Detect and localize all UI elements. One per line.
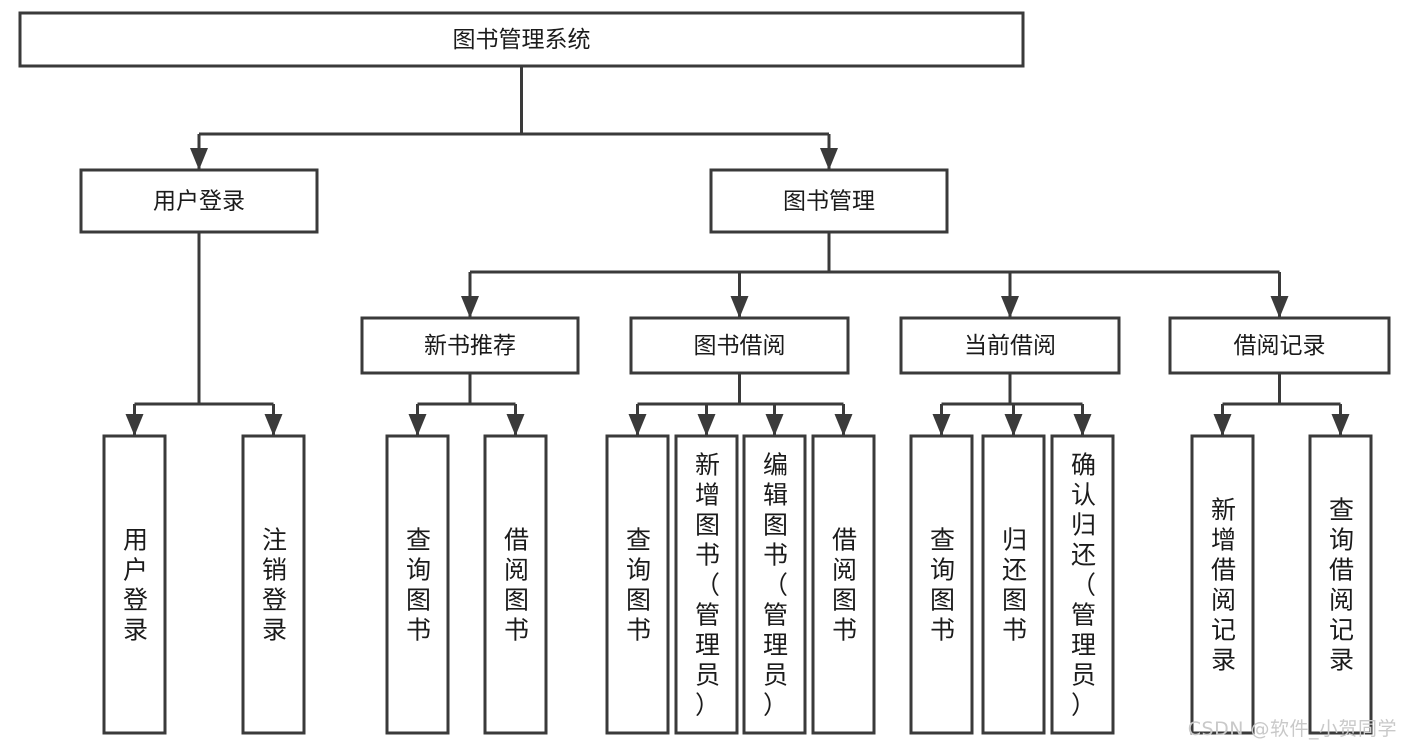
node-box-查询图书[interactable] bbox=[909, 434, 974, 735]
node-用户登录[interactable]: 用户登录 bbox=[102, 434, 167, 735]
node-box-用户登录[interactable] bbox=[102, 434, 167, 735]
node-注销登录[interactable]: 注销登录 bbox=[241, 434, 306, 735]
connector-edges bbox=[125, 66, 1350, 436]
node-查询图书[interactable]: 查询图书 bbox=[385, 434, 450, 735]
node-新增图书管理员[interactable]: 新增图书（管理员） bbox=[674, 434, 739, 735]
node-label-用户登录: 用户登录 bbox=[123, 526, 148, 645]
arrow-head-icon bbox=[506, 414, 525, 436]
node-box-借阅图书[interactable] bbox=[483, 434, 548, 735]
arrow-head-icon bbox=[730, 296, 749, 318]
arrow-head-icon bbox=[1213, 414, 1232, 436]
arrow-head-icon bbox=[1331, 414, 1350, 436]
node-label-确认归还管理员: 确认归还（管理员） bbox=[1071, 451, 1096, 720]
node-label-图书借阅: 图书借阅 bbox=[694, 333, 786, 359]
arrow-head-icon bbox=[408, 414, 427, 436]
node-box-查询图书[interactable] bbox=[385, 434, 450, 735]
node-label-新书推荐: 新书推荐 bbox=[424, 333, 516, 359]
arrow-head-icon bbox=[1001, 296, 1019, 318]
node-label-注销登录: 注销登录 bbox=[262, 526, 287, 645]
node-确认归还管理员[interactable]: 确认归还（管理员） bbox=[1050, 434, 1115, 735]
node-box-查询图书[interactable] bbox=[605, 434, 670, 735]
node-box-归还图书[interactable] bbox=[981, 434, 1046, 735]
node-label-图书管理: 图书管理 bbox=[783, 189, 875, 215]
node-box-用户登录[interactable] bbox=[79, 168, 319, 234]
arrow-head-icon bbox=[1004, 414, 1023, 436]
node-借阅图书[interactable]: 借阅图书 bbox=[483, 434, 548, 735]
node-box-编辑图书管理员[interactable] bbox=[742, 434, 807, 735]
node-label-用户登录: 用户登录 bbox=[153, 189, 245, 215]
arrow-head-icon bbox=[628, 414, 647, 436]
arrow-head-icon bbox=[125, 414, 144, 436]
node-box-查询借阅记录[interactable] bbox=[1308, 434, 1373, 735]
node-归还图书[interactable]: 归还图书 bbox=[981, 434, 1046, 735]
node-box-借阅记录[interactable] bbox=[1168, 316, 1391, 375]
arrow-head-icon bbox=[932, 414, 951, 436]
arrow-head-icon bbox=[765, 414, 784, 436]
node-box-图书管理系统[interactable] bbox=[18, 11, 1025, 68]
node-label-查询图书: 查询图书 bbox=[930, 526, 955, 645]
node-box-新增图书管理员[interactable] bbox=[674, 434, 739, 735]
node-label-借阅图书: 借阅图书 bbox=[504, 526, 529, 645]
node-box-当前借阅[interactable] bbox=[899, 316, 1121, 375]
node-新增借阅记录[interactable]: 新增借阅记录 bbox=[1190, 434, 1255, 735]
node-当前借阅[interactable]: 当前借阅 bbox=[899, 316, 1121, 375]
node-label-当前借阅: 当前借阅 bbox=[964, 333, 1056, 359]
node-label-新增图书管理员: 新增图书（管理员） bbox=[695, 451, 720, 720]
node-label-借阅记录: 借阅记录 bbox=[1234, 333, 1326, 359]
arrow-head-icon bbox=[834, 414, 853, 436]
arrow-head-icon bbox=[697, 414, 716, 436]
node-label-归还图书: 归还图书 bbox=[1002, 526, 1027, 645]
node-box-图书管理[interactable] bbox=[709, 168, 949, 234]
node-新书推荐[interactable]: 新书推荐 bbox=[360, 316, 580, 375]
node-图书借阅[interactable]: 图书借阅 bbox=[629, 316, 850, 375]
node-label-编辑图书管理员: 编辑图书（管理员） bbox=[763, 451, 788, 720]
node-用户登录[interactable]: 用户登录 bbox=[79, 168, 319, 234]
node-图书管理系统[interactable]: 图书管理系统 bbox=[18, 11, 1025, 68]
arrow-head-icon bbox=[820, 148, 838, 170]
arrow-head-icon bbox=[1270, 296, 1289, 318]
node-借阅记录[interactable]: 借阅记录 bbox=[1168, 316, 1391, 375]
node-box-借阅图书[interactable] bbox=[811, 434, 876, 735]
node-box-确认归还管理员[interactable] bbox=[1050, 434, 1115, 735]
node-label-新增借阅记录: 新增借阅记录 bbox=[1211, 496, 1236, 675]
node-查询图书[interactable]: 查询图书 bbox=[605, 434, 670, 735]
node-查询图书[interactable]: 查询图书 bbox=[909, 434, 974, 735]
node-编辑图书管理员[interactable]: 编辑图书（管理员） bbox=[742, 434, 807, 735]
node-label-查询借阅记录: 查询借阅记录 bbox=[1329, 496, 1354, 675]
node-box-新增借阅记录[interactable] bbox=[1190, 434, 1255, 735]
node-借阅图书[interactable]: 借阅图书 bbox=[811, 434, 876, 735]
arrow-head-icon bbox=[264, 414, 283, 436]
node-图书管理[interactable]: 图书管理 bbox=[709, 168, 949, 234]
node-boxes: 图书管理系统用户登录图书管理新书推荐图书借阅当前借阅借阅记录用户登录注销登录查询… bbox=[18, 11, 1391, 735]
node-label-查询图书: 查询图书 bbox=[406, 526, 431, 645]
node-box-图书借阅[interactable] bbox=[629, 316, 850, 375]
node-label-图书管理系统: 图书管理系统 bbox=[453, 27, 591, 53]
node-box-注销登录[interactable] bbox=[241, 434, 306, 735]
arrow-head-icon bbox=[1073, 414, 1092, 436]
node-查询借阅记录[interactable]: 查询借阅记录 bbox=[1308, 434, 1373, 735]
arrow-head-icon bbox=[461, 296, 479, 318]
node-box-新书推荐[interactable] bbox=[360, 316, 580, 375]
node-label-借阅图书: 借阅图书 bbox=[832, 526, 857, 645]
node-label-查询图书: 查询图书 bbox=[626, 526, 651, 645]
arrow-head-icon bbox=[190, 148, 208, 170]
csdn-watermark: CSDN @软件_小贺同学 bbox=[1187, 718, 1397, 740]
